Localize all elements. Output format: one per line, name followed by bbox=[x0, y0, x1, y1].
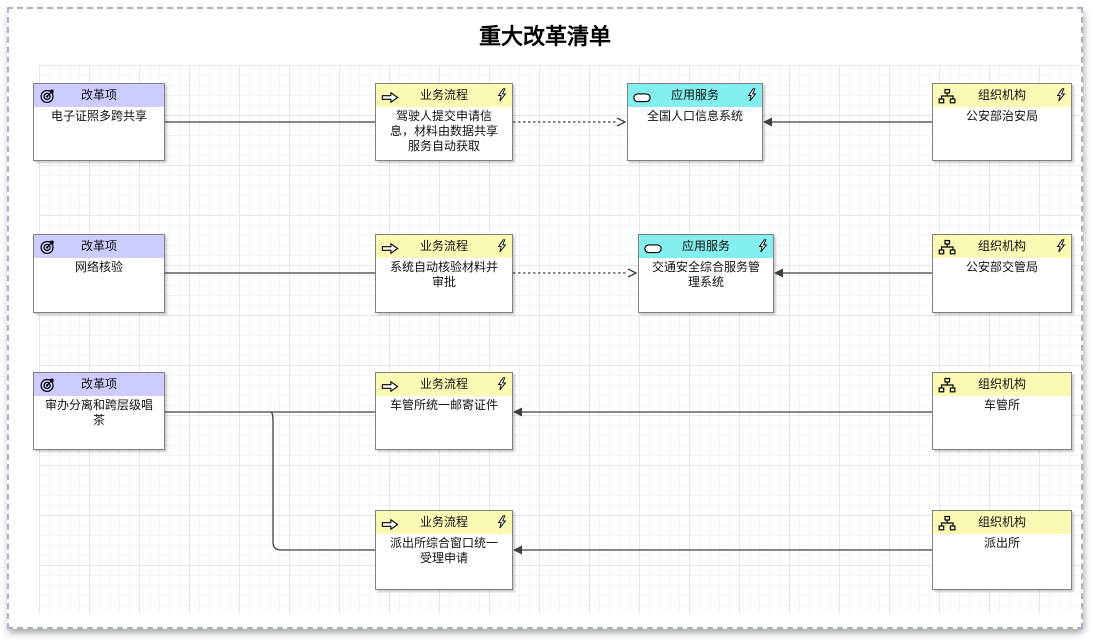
node-header: 组织机构 bbox=[933, 373, 1071, 396]
lightning-icon bbox=[497, 515, 507, 529]
node-process-driver-submit-application[interactable]: 业务流程 驾驶人提交申请信 息，材料由数据共享 服务自动获取 bbox=[375, 83, 513, 161]
node-title: 公安部交管局 bbox=[965, 260, 1038, 274]
arrow-right-icon bbox=[381, 378, 399, 395]
node-header: 应用服务 bbox=[628, 84, 762, 107]
node-title: 系统自动核验材料并 审批 bbox=[389, 260, 498, 289]
arrow-right-icon bbox=[381, 240, 399, 257]
diagram-title: 重大改革清单 bbox=[478, 24, 611, 49]
node-org-public-security-bureau[interactable]: 组织机构 公安部治安局 bbox=[932, 83, 1072, 161]
lightning-icon bbox=[758, 239, 768, 253]
node-title: 驾驶人提交申请信 息，材料由数据共享 服务自动获取 bbox=[389, 109, 498, 153]
rounded-rect-icon bbox=[644, 240, 662, 257]
node-reform-network-verification[interactable]: 改革项 网络核验 bbox=[33, 234, 165, 313]
node-title: 电子证照多跨共享 bbox=[50, 109, 147, 123]
lightning-icon bbox=[1056, 88, 1066, 102]
connector-reform3-process4-branch bbox=[270, 411, 375, 551]
node-title: 派出所 bbox=[983, 536, 1020, 550]
node-service-national-population-info-system[interactable]: 应用服务 全国人口信息系统 bbox=[627, 83, 763, 161]
connector-layer bbox=[165, 117, 932, 555]
diagram-page: 重大改革清单 bbox=[7, 7, 1083, 629]
connector-org4-process4 bbox=[513, 545, 932, 555]
lightning-icon bbox=[1056, 239, 1066, 253]
node-type-label: 业务流程 bbox=[419, 88, 468, 102]
node-type-label: 组织机构 bbox=[977, 515, 1026, 529]
node-header: 应用服务 bbox=[639, 235, 773, 258]
target-icon bbox=[39, 376, 57, 393]
connector-org1-service1 bbox=[763, 117, 932, 127]
node-header: 业务流程 bbox=[376, 235, 512, 258]
node-org-traffic-management-bureau[interactable]: 组织机构 公安部交管局 bbox=[932, 234, 1072, 313]
node-reform-separation-cross-level[interactable]: 改革项 审办分离和跨层级唱 茶 bbox=[33, 372, 165, 450]
org-chart-icon bbox=[938, 377, 956, 394]
node-service-traffic-safety-management-system[interactable]: 应用服务 交通安全综合服务管 理系统 bbox=[638, 234, 774, 313]
node-process-vehicle-office-mail-documents[interactable]: 业务流程 车管所统一邮寄证件 bbox=[375, 372, 513, 450]
node-title: 车管所 bbox=[983, 398, 1020, 412]
node-title: 公安部治安局 bbox=[965, 109, 1038, 123]
node-type-label: 组织机构 bbox=[977, 88, 1026, 102]
node-header: 改革项 bbox=[34, 235, 164, 258]
node-type-label: 改革项 bbox=[80, 377, 117, 391]
lightning-icon bbox=[497, 88, 507, 102]
node-process-auto-verify-approve[interactable]: 业务流程 系统自动核验材料并 审批 bbox=[375, 234, 513, 313]
node-type-label: 应用服务 bbox=[681, 239, 730, 253]
node-title: 交通安全综合服务管 理系统 bbox=[651, 260, 760, 289]
connector-org3-process3 bbox=[513, 407, 932, 417]
node-title: 网络核验 bbox=[74, 260, 123, 274]
node-org-police-station[interactable]: 组织机构 派出所 bbox=[932, 510, 1072, 590]
node-title: 派出所综合窗口统一 受理申请 bbox=[389, 536, 498, 565]
node-type-label: 业务流程 bbox=[419, 377, 468, 391]
rounded-rect-icon bbox=[633, 89, 651, 106]
node-header: 业务流程 bbox=[376, 373, 512, 396]
node-title: 车管所统一邮寄证件 bbox=[389, 398, 498, 412]
target-icon bbox=[39, 87, 57, 104]
node-type-label: 改革项 bbox=[80, 88, 117, 102]
node-header: 组织机构 bbox=[933, 235, 1071, 258]
node-type-label: 组织机构 bbox=[977, 377, 1026, 391]
lightning-icon bbox=[747, 88, 757, 102]
connector-org2-service2 bbox=[774, 268, 932, 278]
node-process-police-station-window-accept[interactable]: 业务流程 派出所综合窗口统一 受理申请 bbox=[375, 510, 513, 590]
node-type-label: 应用服务 bbox=[670, 88, 719, 102]
connector-process1-service1-dashed bbox=[513, 117, 627, 127]
canvas-grid bbox=[39, 65, 1079, 613]
node-title: 全国人口信息系统 bbox=[646, 109, 743, 123]
node-header: 业务流程 bbox=[376, 511, 512, 534]
node-header: 改革项 bbox=[34, 84, 164, 107]
lightning-icon bbox=[497, 239, 507, 253]
node-header: 业务流程 bbox=[376, 84, 512, 107]
node-header: 组织机构 bbox=[933, 511, 1071, 534]
node-type-label: 改革项 bbox=[80, 239, 117, 253]
node-type-label: 组织机构 bbox=[977, 239, 1026, 253]
node-reform-electronic-license-sharing[interactable]: 改革项 电子证照多跨共享 bbox=[33, 83, 165, 161]
org-chart-icon bbox=[938, 88, 956, 105]
node-type-label: 业务流程 bbox=[419, 239, 468, 253]
node-type-label: 业务流程 bbox=[419, 515, 468, 529]
arrow-right-icon bbox=[381, 89, 399, 106]
node-header: 组织机构 bbox=[933, 84, 1071, 107]
lightning-icon bbox=[497, 377, 507, 391]
connector-process2-service2-dashed bbox=[513, 268, 638, 278]
org-chart-icon bbox=[938, 515, 956, 532]
node-title: 审办分离和跨层级唱 茶 bbox=[44, 398, 153, 427]
org-chart-icon bbox=[938, 239, 956, 256]
node-header: 改革项 bbox=[34, 373, 164, 396]
target-icon bbox=[39, 238, 57, 255]
arrow-right-icon bbox=[381, 516, 399, 533]
node-org-vehicle-management-office[interactable]: 组织机构 车管所 bbox=[932, 372, 1072, 450]
